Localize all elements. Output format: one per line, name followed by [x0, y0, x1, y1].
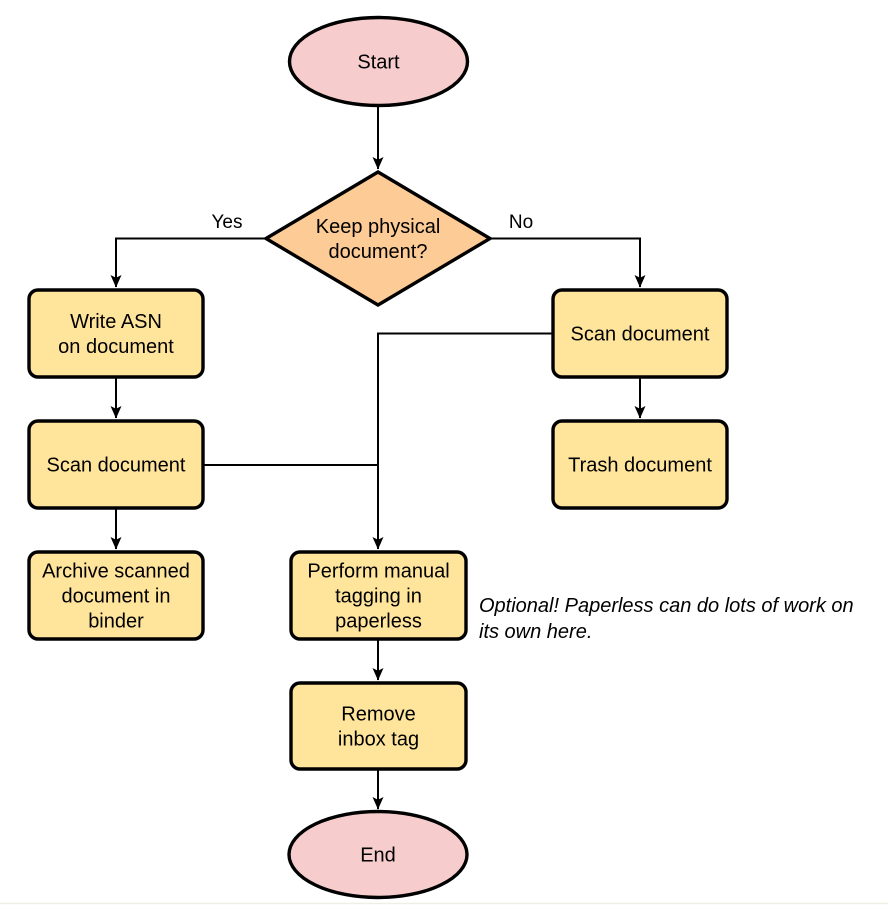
scan-document-right-process-label: Scan document: [571, 324, 710, 346]
archive-binder-process-label: binder: [88, 611, 144, 633]
manual-tagging-process: [289, 550, 468, 641]
write-asn-process: [27, 288, 205, 379]
remove-inbox-tag-process-label: Remove: [341, 704, 415, 726]
decision-yes-to-write-asn-connector: [110, 237, 266, 288]
remove-inbox-tag-process-label: inbox tag: [338, 729, 419, 751]
keep-physical-decision-label: document?: [329, 241, 428, 263]
end-terminal-label: End: [360, 845, 396, 867]
yes-branch-label: Yes: [212, 212, 243, 233]
remove-inbox-tag-process: [289, 681, 468, 771]
optional-note: its own here.: [479, 621, 592, 643]
keep-physical-decision-label: Keep physical: [316, 216, 441, 238]
manual-tagging-process-label: tagging in: [335, 586, 422, 608]
trash-document-process-label: Trash document: [568, 455, 712, 477]
end-terminal: [287, 809, 469, 900]
start-terminal: [287, 15, 470, 108]
manual-tagging-process-label: Perform manual: [307, 561, 449, 583]
node-layer: [27, 15, 729, 900]
connector-layer: [0, 106, 888, 905]
no-branch-label: No: [509, 212, 533, 233]
scan-document-left-process: [27, 419, 205, 510]
scan-document-left-process-label: Scan document: [47, 455, 186, 477]
write-asn-process-label: Write ASN: [70, 311, 162, 333]
scan-document-right-process: [551, 288, 729, 379]
scan-right-to-tagging-connector: [372, 332, 553, 550]
trash-document-process: [551, 419, 729, 510]
optional-note: Optional! Paperless can do lots of work …: [479, 595, 854, 617]
manual-tagging-process-label: paperless: [335, 611, 422, 633]
start-terminal-label: Start: [357, 52, 400, 74]
decision-no-to-scan-right-connector: [490, 237, 646, 288]
write-asn-process-label: on document: [58, 336, 174, 358]
keep-physical-decision: [262, 170, 494, 307]
archive-binder-process-label: Archive scanned: [42, 561, 190, 583]
archive-binder-process: [27, 550, 205, 641]
archive-binder-process-label: document in: [62, 586, 171, 608]
